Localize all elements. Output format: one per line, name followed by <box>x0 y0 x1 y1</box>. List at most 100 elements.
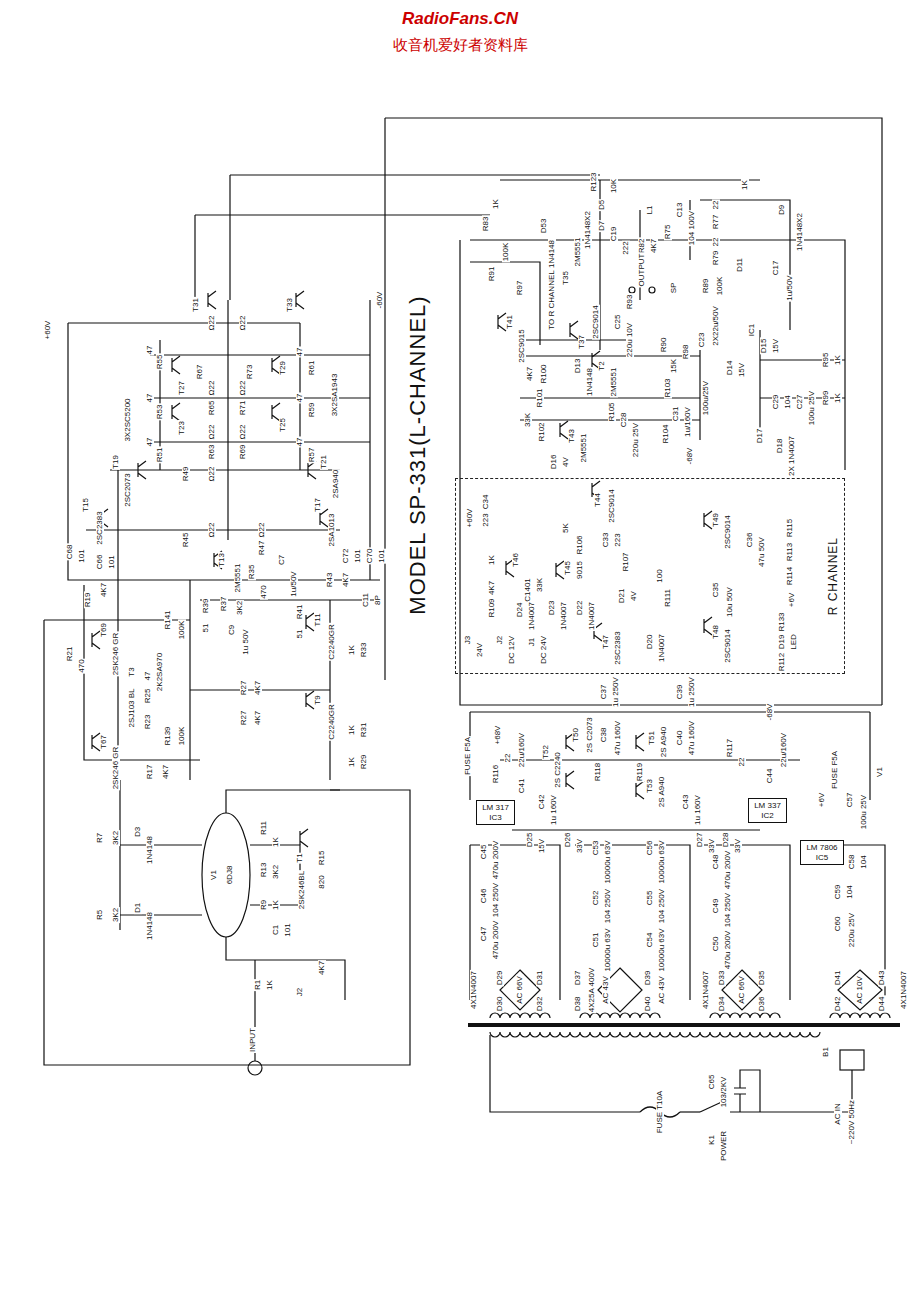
component-label: 1N4007 <box>528 601 536 631</box>
component-label: 1K <box>834 392 842 404</box>
wire <box>44 118 885 1117</box>
component-label: 2SK246 GR <box>112 746 120 791</box>
component-label: Ω22 <box>208 315 216 332</box>
component-label: C65 <box>708 1074 716 1091</box>
component-label: R93 <box>626 294 634 311</box>
component-label: ~220V 50Hz <box>848 1099 856 1145</box>
transistor-symbol <box>498 313 506 331</box>
component-label: D35 <box>758 970 766 987</box>
component-label: D24 <box>516 602 524 619</box>
component-label: D39 <box>644 970 652 987</box>
component-label: OUTPUT <box>638 253 646 288</box>
component-label: R39 <box>202 598 210 615</box>
component-label: D26 <box>564 832 572 849</box>
component-label: R89 <box>702 278 710 295</box>
component-label: C38 <box>600 727 608 744</box>
component-label: 100u/25V <box>702 380 710 416</box>
wire <box>512 829 760 830</box>
component-label: D23 <box>548 600 556 617</box>
component-label: 104 <box>860 854 868 869</box>
watermark: 收音机爱好者资料库 <box>392 37 529 52</box>
component-label: 220u 25V <box>632 422 640 458</box>
component-label: 470u 200V <box>724 850 732 891</box>
component-label: 470u 200V <box>492 840 500 881</box>
component-label: R55 <box>156 354 164 371</box>
component-label: D22 <box>576 600 584 617</box>
wire <box>598 968 642 1012</box>
component-label: 33K <box>536 577 544 593</box>
component-label: 2M5551 <box>580 433 588 464</box>
component-label: C35 <box>712 582 720 599</box>
component-label: D38 <box>574 996 582 1013</box>
component-label: R17 <box>146 764 154 781</box>
component-label: 222 <box>622 240 630 255</box>
component-label: Ω22 <box>208 380 216 397</box>
component-label: C39 <box>676 684 684 701</box>
component-label: 220u 10V <box>626 322 634 358</box>
wire <box>120 914 202 915</box>
component-label: DC 12V <box>508 635 516 665</box>
transformer-winding <box>490 1032 820 1037</box>
component-label: V1 <box>210 869 218 881</box>
component-label: 2SK246 GR <box>112 632 120 677</box>
component-label: R99 <box>822 390 830 407</box>
component-label: 104 100V <box>688 210 696 246</box>
component-label: C25 <box>614 314 622 331</box>
component-label: 1N4007 <box>560 601 568 631</box>
component-label: R63 <box>208 444 216 461</box>
component-label: 15V <box>538 838 546 854</box>
component-label: C44 <box>766 768 774 785</box>
component-label: C45 <box>480 844 488 861</box>
component-label: D9 <box>778 204 786 216</box>
component-label: Ω22 <box>208 466 216 483</box>
transistor-symbol <box>306 691 314 709</box>
component-label: D30 <box>496 996 504 1013</box>
regulator-box: LM 317IC3 <box>476 800 515 825</box>
component-label: R51 <box>156 447 164 464</box>
transistor-symbol <box>566 771 574 789</box>
component-label: D19 <box>778 634 786 651</box>
component-label: 3K2 <box>112 907 120 923</box>
component-label: R25 <box>144 688 152 705</box>
component-label: 15K <box>670 358 678 374</box>
component-label: K1 <box>708 1134 716 1146</box>
component-label: 2M5551 <box>610 367 618 398</box>
component-label: 1K <box>272 899 280 911</box>
component-label: T11 <box>314 612 322 627</box>
component-label: C49 <box>712 898 720 915</box>
component-label: C48 <box>712 854 720 871</box>
component-label: +60V <box>466 508 474 529</box>
component-label: R73 <box>246 364 254 381</box>
component-label: R75 <box>664 224 672 241</box>
wire <box>722 970 762 1010</box>
component-label: C42 <box>538 794 546 811</box>
component-label: D27 <box>696 832 704 849</box>
component-label: R111 <box>664 588 672 608</box>
transistor-symbol <box>306 613 314 631</box>
component-label: J1 <box>528 637 536 647</box>
component-label: 101 <box>78 548 86 563</box>
component-label: R106 <box>576 534 584 555</box>
regulator-box: LM 7806IC5 <box>800 840 844 865</box>
component-label: R113 <box>786 542 794 563</box>
component-label: 2K2SA970 <box>156 652 164 692</box>
transistor-symbol <box>208 291 216 309</box>
component-label: C40 <box>676 730 684 747</box>
part-name: IC5 <box>805 853 839 863</box>
component-label: 4K7 <box>162 764 170 780</box>
component-label: R71 <box>239 400 247 417</box>
component-label: 2SC9014 <box>608 488 616 523</box>
wire <box>84 585 200 760</box>
component-label: 10000u 63V <box>604 927 612 972</box>
component-label: D14 <box>726 360 734 377</box>
component-label: 4X25A 400V <box>588 967 596 1013</box>
component-label: C47 <box>480 926 488 943</box>
component-label: R139 <box>164 725 172 746</box>
component-label: +60V <box>44 320 52 341</box>
component-label: C37 <box>600 684 608 701</box>
component-label: 100K <box>178 726 186 747</box>
component-label: 1K <box>348 724 356 736</box>
wire <box>468 1023 900 1027</box>
component-label: C43 <box>682 794 690 811</box>
wire <box>248 1061 262 1075</box>
